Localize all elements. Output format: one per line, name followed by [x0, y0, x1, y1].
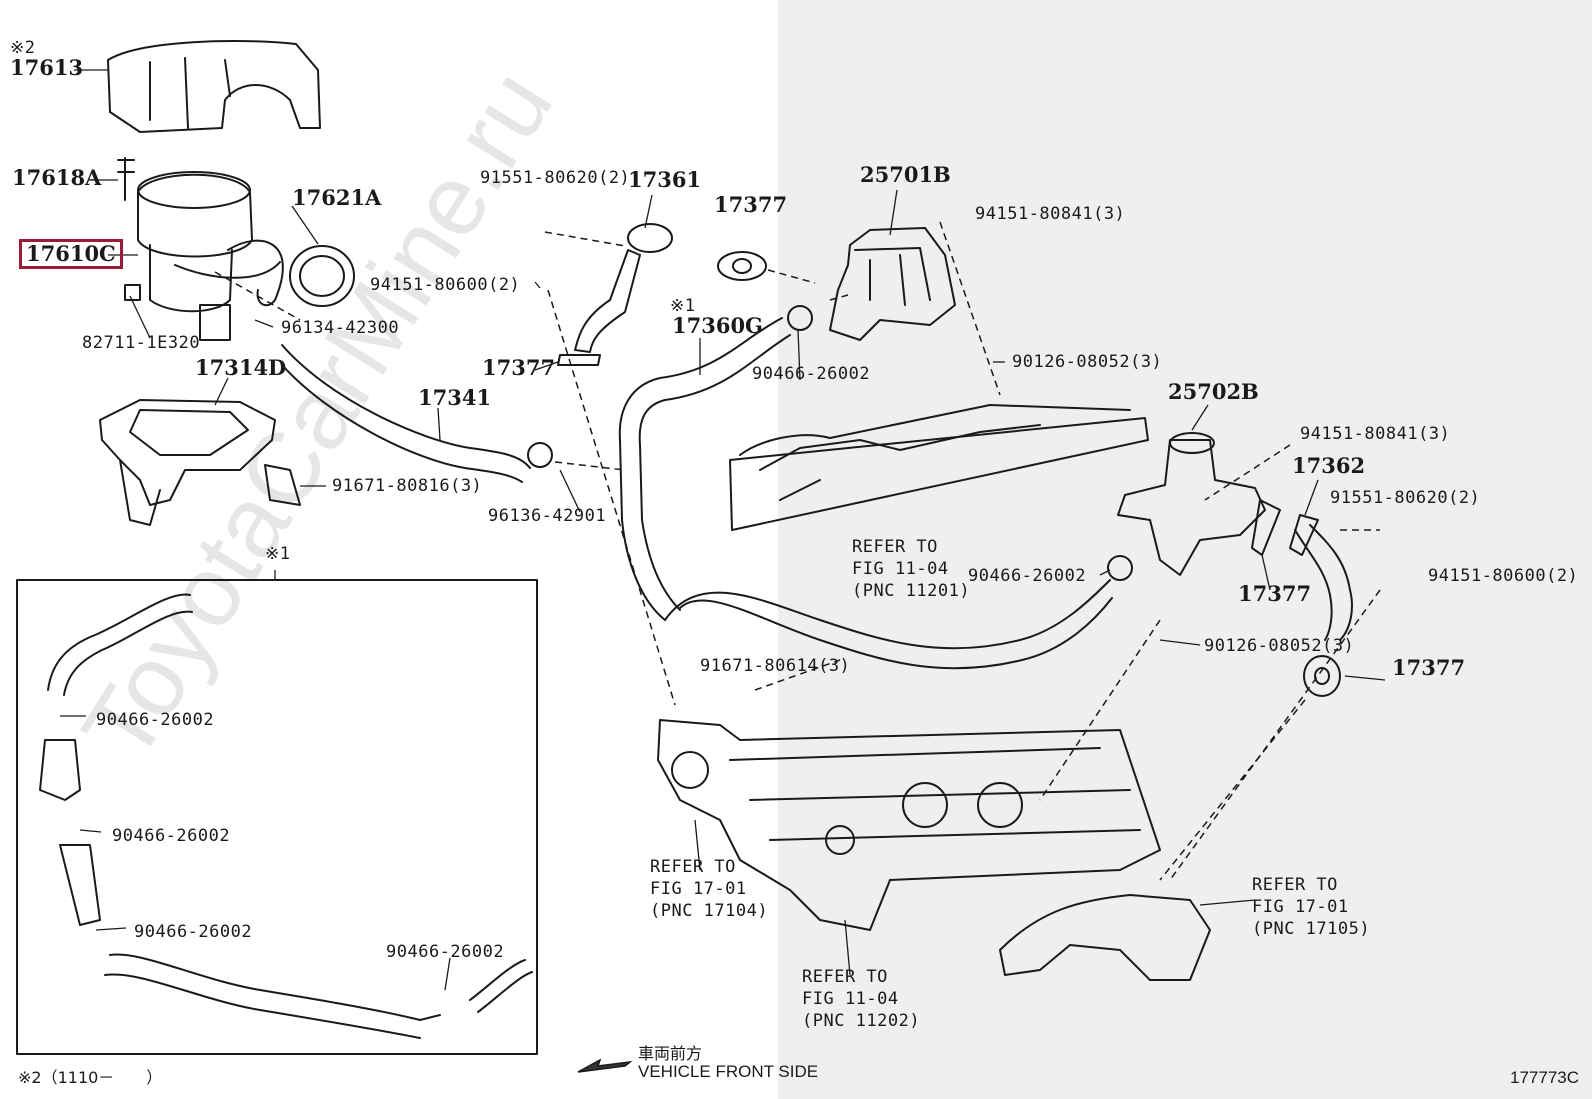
valve-25701B [829, 227, 956, 341]
cover-17613 [107, 40, 321, 133]
part-90466-26002-right[interactable]: 90466-26002 [968, 566, 1087, 586]
part-17361[interactable]: 17361 [628, 167, 702, 192]
part-17360G[interactable]: 17360G [672, 313, 763, 338]
part-17377-d[interactable]: 17377 [1392, 655, 1466, 680]
manifold-17105 [999, 894, 1211, 981]
part-25701B[interactable]: 25701B [860, 162, 951, 187]
ref-pnc-11201[interactable]: REFER TO FIG 11-04 (PNC 11201) [852, 537, 971, 601]
part-17314D[interactable]: 17314D [195, 355, 287, 380]
part-94151-80600-top[interactable]: 94151-80600(2) [370, 275, 521, 295]
part-90126-08052-right[interactable]: 90126-08052(3) [1204, 636, 1355, 656]
mark-inset-box: ※1 [265, 544, 291, 564]
background-shade [778, 0, 1592, 1099]
direction-label-en: VEHICLE FRONT SIDE [638, 1062, 819, 1081]
part-17377-a[interactable]: 17377 [714, 192, 788, 217]
mark-17613: ※2 [10, 38, 36, 58]
part-91551-80620-top[interactable]: 91551-80620(2) [480, 168, 631, 188]
pipe-17362 [1309, 524, 1353, 641]
part-96136-42901[interactable]: 96136-42901 [488, 506, 607, 526]
filter-17621A [289, 245, 355, 307]
part-82711-1E320[interactable]: 82711-1E320 [82, 333, 201, 353]
valve-25702B [1117, 439, 1266, 576]
part-17613[interactable]: 17613 [10, 55, 84, 80]
part-17618A[interactable]: 17618A [12, 165, 102, 190]
inset-box [16, 579, 538, 1055]
part-91551-80620-right[interactable]: 91551-80620(2) [1330, 488, 1481, 508]
part-17341[interactable]: 17341 [418, 385, 492, 410]
part-91671-80614[interactable]: 91671-80614(3) [700, 656, 851, 676]
box-part-90466-26002-3[interactable]: 90466-26002 [134, 922, 253, 942]
figure-id: 177773C [1510, 1068, 1580, 1087]
bracket-17314D [99, 399, 276, 506]
part-17377-b[interactable]: 17377 [482, 355, 556, 380]
pipe-17361 [574, 249, 641, 353]
part-96134-42300[interactable]: 96134-42300 [281, 318, 400, 338]
part-90466-26002-mid[interactable]: 90466-26002 [752, 364, 871, 384]
part-94151-80841-right[interactable]: 94151-80841(3) [1300, 424, 1451, 444]
part-90126-08052-top[interactable]: 90126-08052(3) [1012, 352, 1163, 372]
box-part-90466-26002-2[interactable]: 90466-26002 [112, 826, 231, 846]
ref-pnc-11202[interactable]: REFER TO FIG 11-04 (PNC 11202) [802, 967, 921, 1031]
direction-arrow [577, 1058, 633, 1073]
part-94151-80600-right[interactable]: 94151-80600(2) [1428, 566, 1579, 586]
box-part-90466-26002-4[interactable]: 90466-26002 [386, 942, 505, 962]
hose-17360G [618, 317, 783, 621]
part-17621A[interactable]: 17621A [292, 185, 382, 210]
hose-17341 [281, 344, 531, 469]
gasket-17377 [717, 251, 767, 281]
direction-label-jp: 車両前方 [638, 1044, 703, 1063]
box-part-90466-26002-1[interactable]: 90466-26002 [96, 710, 215, 730]
part-17377-c[interactable]: 17377 [1238, 581, 1312, 606]
part-91671-80816[interactable]: 91671-80816(3) [332, 476, 483, 496]
part-25702B[interactable]: 25702B [1168, 379, 1259, 404]
footnote-mark-2: ※2（1110－ ） [18, 1068, 163, 1087]
part-94151-80841-top[interactable]: 94151-80841(3) [975, 204, 1126, 224]
ref-pnc-17104[interactable]: REFER TO FIG 17-01 (PNC 17104) [650, 857, 769, 921]
ref-pnc-17105[interactable]: REFER TO FIG 17-01 (PNC 17105) [1252, 875, 1371, 939]
part-17610C[interactable]: 17610C [19, 239, 123, 269]
air-pump [137, 173, 253, 258]
gasket-17377-mid [1251, 499, 1281, 556]
gasket-17377-right [1303, 655, 1341, 697]
mark-17360G: ※1 [670, 296, 696, 316]
intake-upper [729, 417, 1149, 531]
intake-lower [657, 719, 1161, 931]
part-17362[interactable]: 17362 [1292, 453, 1366, 478]
